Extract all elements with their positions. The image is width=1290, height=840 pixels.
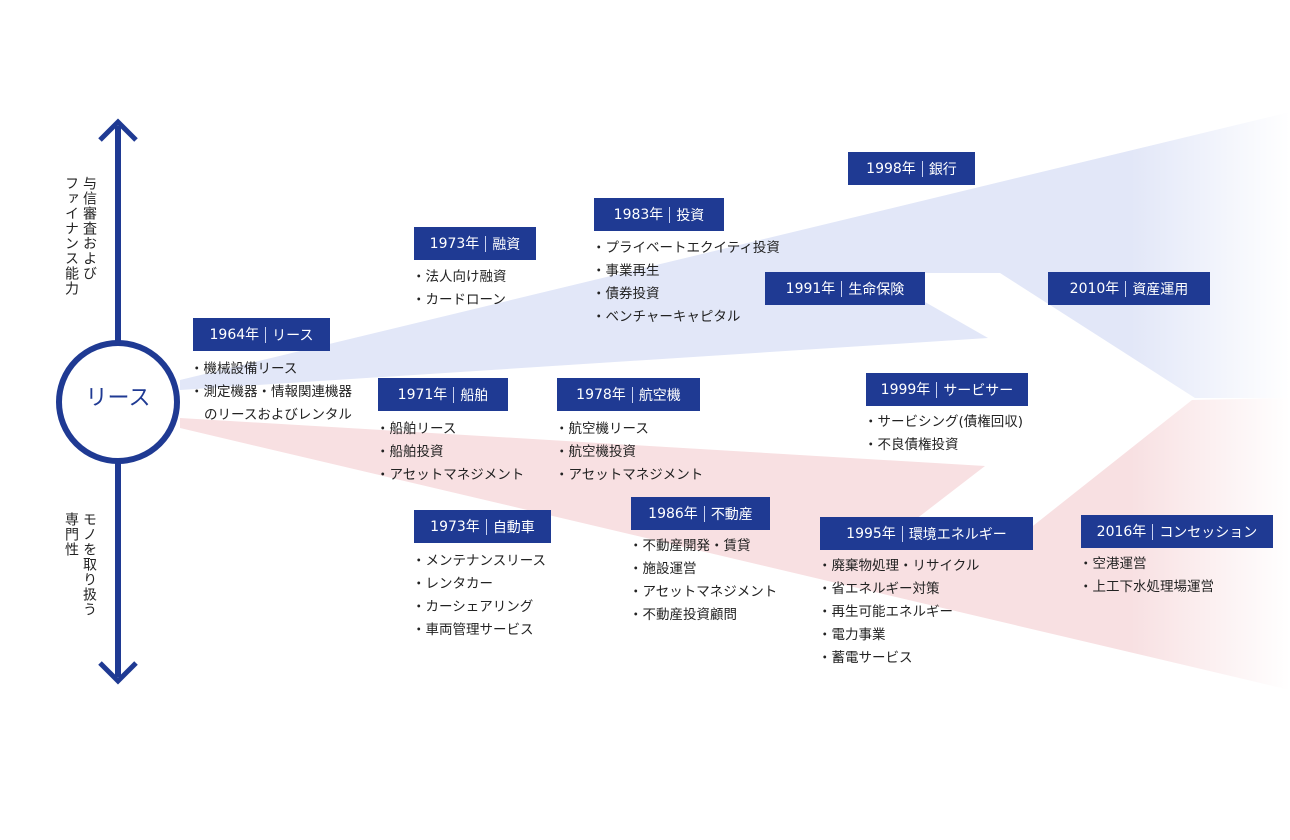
milestone-m1978-header: 1978年航空機 [557,378,700,411]
list-item: 施設運営 [629,558,777,581]
milestone-m1973a-header: 1973年自動車 [414,510,551,543]
milestone-name: 投資 [676,207,705,224]
milestone-m1973f-header: 1973年融資 [414,227,536,260]
milestone-year: 1971年 [398,386,455,403]
list-item: アセットマネジメント [629,581,778,604]
list-item: 機械設備リース [190,358,352,381]
list-item: 再生可能エネルギー [818,601,979,624]
list-item: 空港運営 [1079,553,1214,576]
list-item: 不良債権投資 [864,434,1023,457]
milestone-m1978-items: 航空機リース航空機投資アセットマネジメント [555,418,704,487]
milestone-m1999-items: サービシング(債権回収)不良債権投資 [864,411,1024,457]
axis-top-label-2: ファイナンス能力 [63,176,79,296]
milestone-year: 1986年 [648,505,705,522]
milestone-m1995-header: 1995年環境エネルギー [820,517,1033,550]
list-item: 事業再生 [592,260,780,283]
milestone-name: 環境エネルギー [908,526,1007,543]
list-item: のリースおよびレンタル [204,407,352,423]
milestone-year: 1998年 [866,160,923,177]
milestone-name: 資産運用 [1132,281,1189,298]
milestone-name: リース [272,327,314,344]
list-item: 航空機リース [555,418,703,441]
list-item: 船舶投資 [376,441,524,464]
milestone-year: 1978年 [576,386,633,403]
list-item: 法人向け融資 [412,266,507,289]
vertical-axis [56,118,180,685]
list-item: 不動産投資顧問 [629,604,777,627]
list-item: 廃棄物処理・リサイクル [818,555,980,578]
axis-top-label-1: 与信審査および [81,176,97,281]
milestone-year: 2010年 [1070,280,1127,297]
list-item: 測定機器・情報関連機器 [190,381,353,404]
center-label: リース [85,386,151,411]
list-item: カーシェアリング [412,596,546,619]
milestone-m2010-header: 2010年資産運用 [1048,272,1210,305]
milestone-year: 1973年 [430,518,487,535]
milestone-name: 自動車 [492,519,535,536]
list-item: メンテナンスリース [412,550,547,573]
list-item: 船舶リース [376,418,524,441]
axis-bottom-label-1: モノを取り扱う [81,512,97,617]
milestone-name: 生命保険 [848,281,905,298]
milestone-m1998-header: 1998年銀行 [848,152,975,185]
list-item: 車両管理サービス [412,619,546,642]
milestone-m1973a-items: メンテナンスリースレンタカーカーシェアリング車両管理サービス [412,550,547,642]
list-item: レンタカー [412,573,546,596]
milestone-name: コンセッション [1159,524,1258,541]
milestone-year: 2016年 [1097,523,1154,540]
milestone-name: 船舶 [460,387,489,404]
milestone-m1986-header: 1986年不動産 [631,497,770,530]
milestone-year: 1991年 [786,280,843,297]
milestone-name: 融資 [492,236,521,253]
milestone-m1983-items: プライベートエクイティ投資事業再生債券投資ベンチャーキャピタル [592,237,780,329]
milestone-year: 1964年 [210,326,267,343]
milestone-name: サービサー [943,382,1014,399]
list-item: 省エネルギー対策 [818,578,979,601]
list-item: 債券投資 [592,283,780,306]
milestone-m1983-header: 1983年投資 [594,198,724,231]
milestone-m1971-items: 船舶リース船舶投資アセットマネジメント [376,418,525,487]
list-item: 電力事業 [818,624,979,647]
list-item: プライベートエクイティ投資 [592,237,780,260]
milestone-year: 1983年 [614,206,671,223]
list-item: 航空機投資 [555,441,703,464]
fade-overlay [1130,100,1290,720]
milestone-name: 不動産 [710,506,753,523]
milestone-year: 1995年 [846,525,903,542]
milestone-m2016-header: 2016年コンセッション [1081,515,1273,548]
list-item: アセットマネジメント [376,464,525,487]
milestone-m1991-header: 1991年生命保険 [765,272,925,305]
milestone-m1971-header: 1971年船舶 [378,378,508,411]
milestone-m1999-header: 1999年サービサー [866,373,1028,406]
milestone-m1986-items: 不動産開発・賃貸施設運営アセットマネジメント不動産投資顧問 [629,535,778,627]
milestone-m2016-items: 空港運営上工下水処理場運営 [1079,553,1215,599]
milestone-m1964-header: 1964年リース [193,318,330,351]
list-item: 蓄電サービス [818,647,979,670]
list-item: カードローン [412,289,507,312]
milestone-name: 航空機 [638,387,681,404]
list-item: アセットマネジメント [555,464,704,487]
list-item: 不動産開発・賃貸 [629,535,777,558]
axis-bottom-label-2: 専門性 [63,512,79,557]
list-item: サービシング(債権回収) [864,411,1024,434]
milestone-year: 1973年 [430,235,487,252]
milestone-m1995-items: 廃棄物処理・リサイクル省エネルギー対策再生可能エネルギー電力事業蓄電サービス [818,555,980,670]
list-item: ベンチャーキャピタル [592,306,780,329]
milestone-name: 銀行 [928,161,957,178]
milestone-year: 1999年 [881,381,938,398]
list-item: 上工下水処理場運営 [1079,576,1215,599]
milestone-m1973f-items: 法人向け融資カードローン [412,266,507,312]
